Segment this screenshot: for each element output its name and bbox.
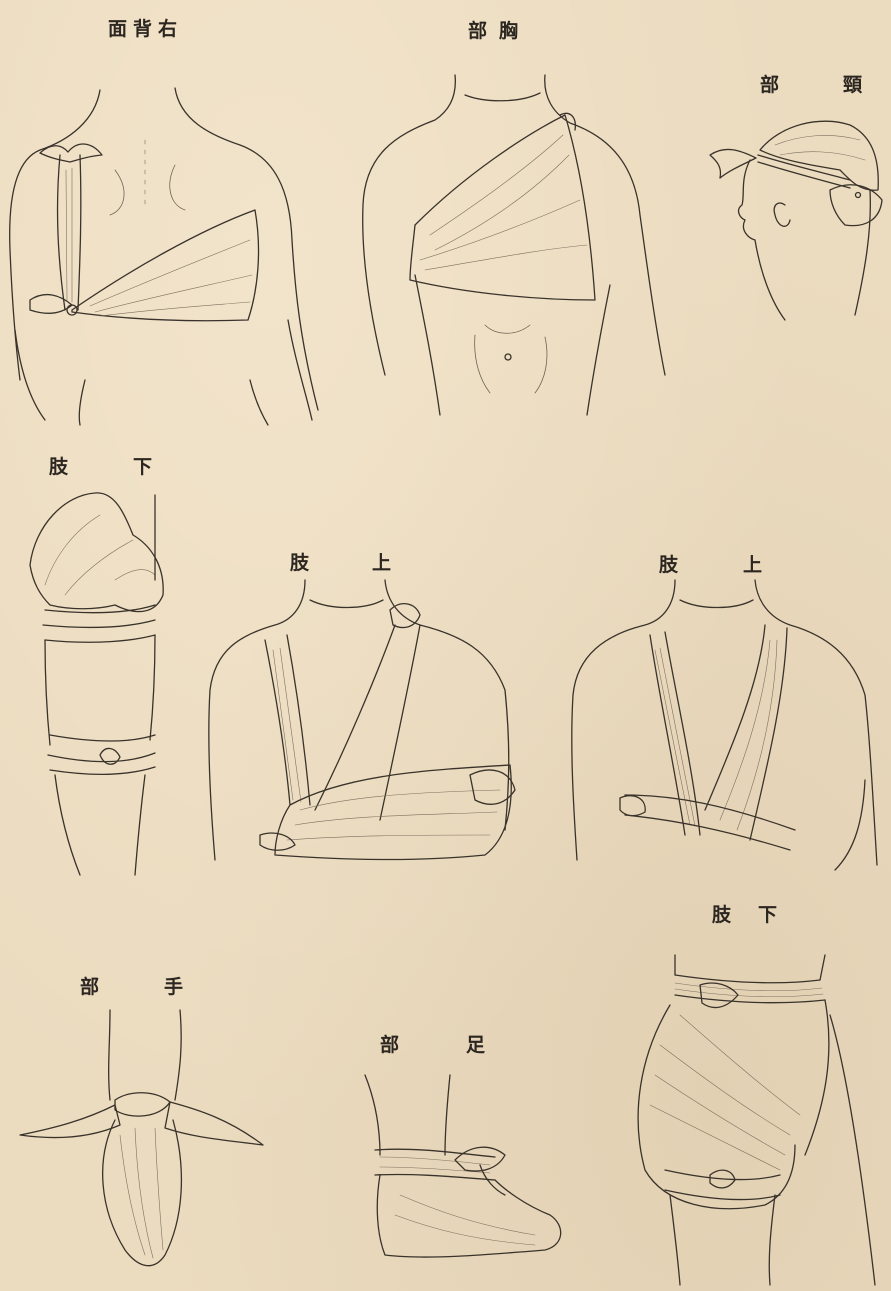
bandaged-hand-icon <box>15 1010 275 1275</box>
bandaged-foot-icon <box>355 1075 570 1275</box>
label-foot: 足 <box>466 1030 485 1057</box>
label-lower-limb-1b: 下 <box>133 452 152 479</box>
label-lower-limb-2b: 下 <box>758 900 777 927</box>
label-upper-limb-1b: 上 <box>372 548 391 575</box>
label-hand: 手 <box>164 972 183 999</box>
label-right-back: 面背右 <box>108 14 183 41</box>
label-upper-limb-2a: 肢 <box>659 550 678 577</box>
bandaged-neck-icon <box>700 110 890 330</box>
bandaged-knee-icon <box>15 485 190 880</box>
label-neck: 頸 <box>843 70 862 97</box>
label-hand-part: 部 <box>80 972 99 999</box>
label-upper-limb-2b: 上 <box>743 550 762 577</box>
bandaged-back-icon <box>0 80 330 425</box>
label-lower-limb-1a: 肢 <box>49 452 68 479</box>
bandaged-hip-icon <box>620 955 880 1285</box>
label-foot-part: 部 <box>380 1030 399 1057</box>
label-upper-limb-1a: 肢 <box>290 548 309 575</box>
label-lower-limb-2a: 肢 <box>712 900 731 927</box>
narrow-arm-sling-icon <box>565 580 885 880</box>
label-chest: 部胸 <box>468 16 530 43</box>
arm-sling-icon <box>205 580 525 880</box>
label-neck-part: 部 <box>760 70 779 97</box>
bandaged-chest-icon <box>355 75 675 415</box>
